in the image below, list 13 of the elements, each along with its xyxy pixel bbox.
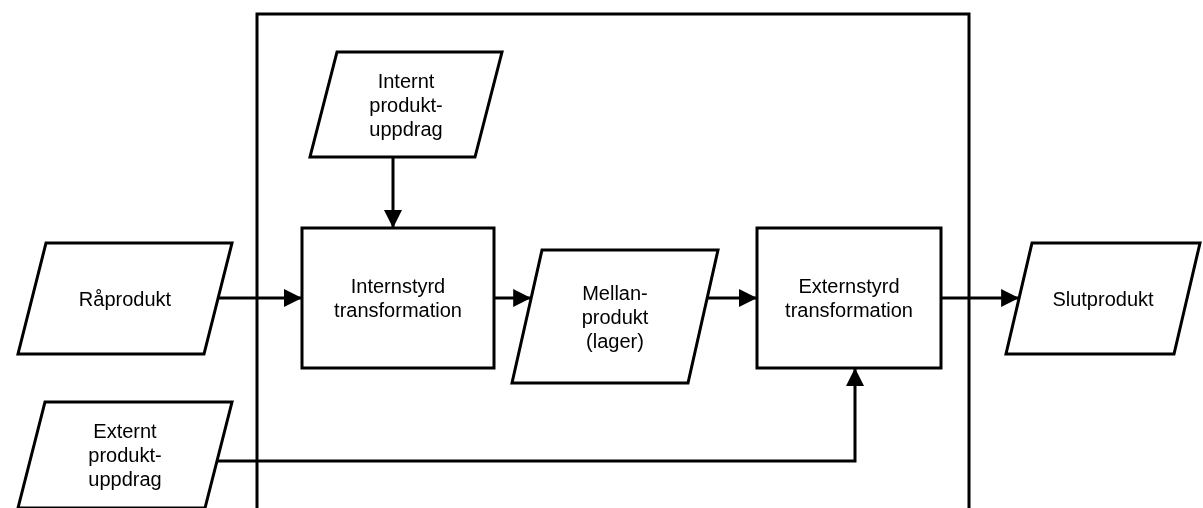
node-label: Externstyrd transformation (784, 274, 914, 322)
node-label: Internt produkt- uppdrag (368, 68, 444, 141)
arrow (494, 289, 532, 307)
arrow (941, 289, 1020, 307)
node-label: Externt produkt- uppdrag (87, 419, 163, 491)
node-label: Råprodukt (77, 286, 173, 311)
node-label: Slutprodukt (1051, 286, 1155, 311)
arrow (218, 289, 302, 307)
node-label: Mellan- produkt (lager) (580, 280, 650, 353)
arrow (707, 289, 757, 307)
arrow (384, 157, 402, 228)
arrow (216, 368, 864, 463)
node-label: Internstyrd transformation (333, 274, 463, 322)
